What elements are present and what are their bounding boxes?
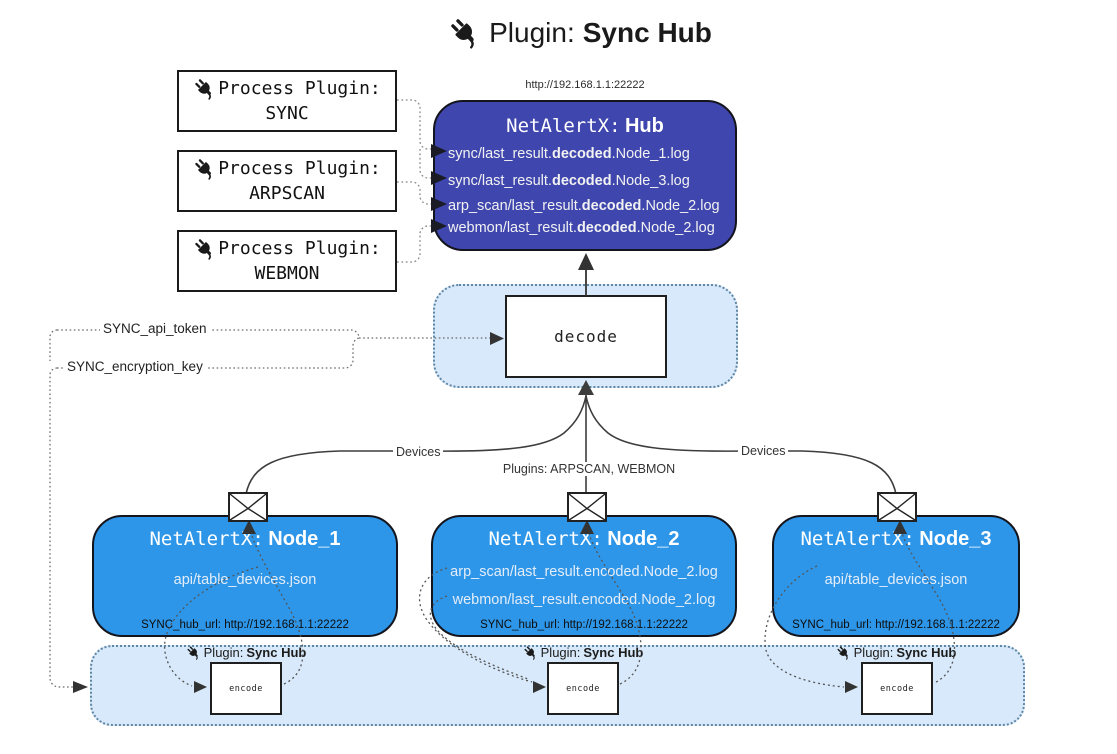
plug-icon <box>837 646 848 660</box>
hub-log-line: arp_scan/last_result.decoded.Node_2.log <box>448 198 720 214</box>
hub-log-line: sync/last_result.decoded.Node_3.log <box>448 173 690 189</box>
process-plugin-name: WEBMON <box>254 263 320 284</box>
node-hub-url: SYNC_hub_url: http://192.168.1.1:22222 <box>141 619 349 631</box>
strip-plugin-label: Plugin: Sync Hub <box>498 645 668 660</box>
process-plugin-label: Process Plugin: <box>218 238 381 259</box>
node-file: api/table_devices.json <box>824 572 968 588</box>
process-plugin-arpscan-box: Process Plugin: ARPSCAN <box>177 150 397 212</box>
fan-edges <box>245 395 897 495</box>
node-file: webmon/last_result.encoded.Node_2.log <box>452 592 716 608</box>
sync-encryption-key-label: SYNC_encryption_key <box>64 359 206 374</box>
encode-box: encode <box>861 662 933 715</box>
strip-plugin-label: Plugin: Sync Hub <box>161 645 331 660</box>
process-plugin-name: SYNC <box>265 103 309 124</box>
hub-box: NetAlertX: Hub sync/last_result.decoded.… <box>433 100 737 251</box>
node-file: api/table_devices.json <box>173 572 317 588</box>
process-plugin-name: ARPSCAN <box>249 183 325 204</box>
process-plugin-label: Process Plugin: <box>218 78 381 99</box>
title-name: Sync Hub <box>582 16 712 48</box>
devices-edge-label-left: Devices <box>393 445 444 459</box>
hub-url: http://192.168.1.1:22222 <box>525 79 645 91</box>
hub-log-line: sync/last_result.decoded.Node_1.log <box>448 146 690 162</box>
hub-title-prefix: NetAlertX: <box>506 115 621 137</box>
plug-icon <box>195 79 212 100</box>
node-title: NetAlertX: Node_1 <box>149 528 341 550</box>
node-hub-url: SYNC_hub_url: http://192.168.1.1:22222 <box>792 619 1000 631</box>
arrow-into-strip <box>73 681 88 693</box>
plug-icon <box>524 646 535 660</box>
plug-icon <box>195 159 212 180</box>
node-title: NetAlertX: Node_3 <box>800 528 992 550</box>
envelope-icon <box>228 492 268 522</box>
node-hub-url: SYNC_hub_url: http://192.168.1.1:22222 <box>480 619 688 631</box>
page-title: Plugin: Sync Hub <box>300 16 860 49</box>
encode-box: encode <box>547 662 619 715</box>
node-title: NetAlertX: Node_2 <box>488 528 680 550</box>
strip-plugin-label: Plugin: Sync Hub <box>811 645 981 660</box>
sync-api-token-label: SYNC_api_token <box>100 321 210 336</box>
devices-edge-label-right: Devices <box>738 444 789 458</box>
encode-box: encode <box>210 662 282 715</box>
plugin-connector-edges <box>397 99 431 263</box>
plug-icon <box>187 646 198 660</box>
envelope-icon <box>877 492 917 522</box>
hub-log-line: webmon/last_result.decoded.Node_2.log <box>448 220 715 236</box>
node-file: arp_scan/last_result.encoded.Node_2.log <box>450 564 718 580</box>
title-label: Plugin: <box>489 16 575 48</box>
node-3-box: NetAlertX: Node_3 api/table_devices.json… <box>772 515 1020 637</box>
process-plugin-label: Process Plugin: <box>218 158 381 179</box>
node-1-box: NetAlertX: Node_1 api/table_devices.json… <box>92 515 398 637</box>
process-plugin-sync-box: Process Plugin: SYNC <box>177 70 397 132</box>
hub-title: NetAlertX: Hub <box>435 115 735 138</box>
hub-title-name: Hub <box>624 115 664 137</box>
process-plugin-webmon-box: Process Plugin: WEBMON <box>177 230 397 292</box>
plugins-edge-label: Plugins: ARPSCAN, WEBMON <box>486 462 692 476</box>
envelope-icon <box>567 492 607 522</box>
node-2-box: NetAlertX: Node_2 arp_scan/last_result.e… <box>431 515 737 637</box>
plug-icon <box>195 239 212 260</box>
decode-box: decode <box>505 295 667 378</box>
plug-icon <box>451 19 474 49</box>
